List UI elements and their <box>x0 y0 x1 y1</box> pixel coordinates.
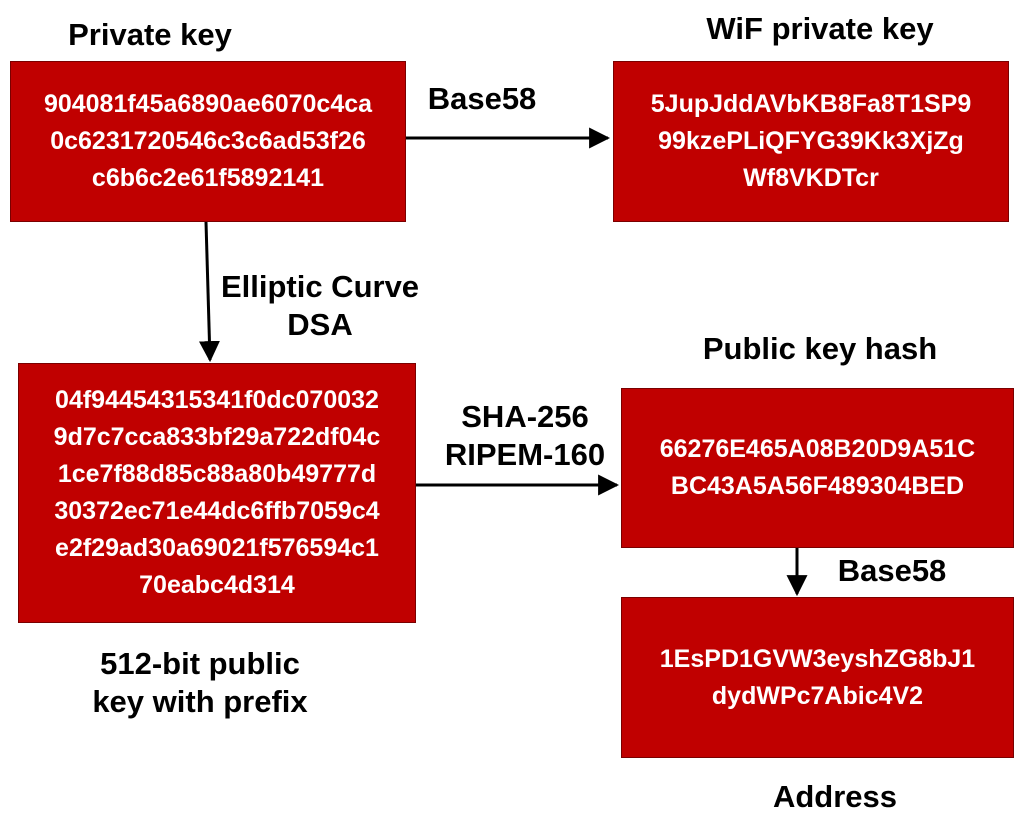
private-key-box: 904081f45a6890ae6070c4ca 0c6231720546c3c… <box>10 61 406 222</box>
public-key-label-line1: 512-bit public <box>100 646 300 681</box>
box-line: 904081f45a6890ae6070c4ca <box>43 90 373 118</box>
public-key-label: 512-bit public key with prefix <box>60 645 340 721</box>
box-line: BC43A5A56F489304BED <box>670 472 965 500</box>
wif-private-key-box: 5JupJddAVbKB8Fa8T1SP9 99kzePLiQFYG39Kk3X… <box>613 61 1009 222</box>
public-key-label-line2: key with prefix <box>92 684 308 719</box>
edge-label-sha-line2: RIPEM-160 <box>444 437 606 472</box>
public-key-hash-box: 66276E465A08B20D9A51C BC43A5A56F489304BE… <box>621 388 1014 548</box>
box-line: 30372ec71e44dc6ffb7059c4 <box>54 497 380 525</box>
box-line: 5JupJddAVbKB8Fa8T1SP9 <box>650 90 972 118</box>
box-line: 0c6231720546c3c6ad53f26 <box>50 127 366 155</box>
box-line: 1EsPD1GVW3eyshZG8bJ1 <box>659 644 976 673</box>
edge-label-sha: SHA-256 RIPEM-160 <box>425 398 625 474</box>
wif-private-key-label: WiF private key <box>706 11 934 46</box>
box-line: 9d7c7cca833bf29a722df04c <box>53 423 381 451</box>
edge-label-sha-line1: SHA-256 <box>461 399 589 434</box>
edge-label-ecdsa-line1: Elliptic Curve <box>220 269 420 304</box>
box-line: 66276E465A08B20D9A51C <box>659 435 976 463</box>
public-key-hash-label: Public key hash <box>702 331 938 366</box>
box-line: Wf8VKDTcr <box>743 164 879 192</box>
box-line: 70eabc4d314 <box>139 571 295 599</box>
box-line: e2f29ad30a69021f576594c1 <box>55 534 379 562</box>
box-line: dydWPc7Abic4V2 <box>711 681 924 710</box>
box-line: c6b6c2e61f5892141 <box>91 164 325 192</box>
box-line: 04f94454315341f0dc070032 <box>55 386 379 414</box>
address-box: 1EsPD1GVW3eyshZG8bJ1 dydWPc7Abic4V2 <box>621 597 1014 758</box>
arrow-private-to-public <box>198 221 220 363</box>
edge-label-base58-top: Base58 <box>427 81 537 116</box>
edge-label-base58-bottom: Base58 <box>837 553 947 588</box>
edge-label-ecdsa-line2: DSA <box>287 307 353 342</box>
address-label: Address <box>772 779 898 814</box>
private-key-label: Private key <box>68 17 232 52</box>
public-key-box: 04f94454315341f0dc070032 9d7c7cca833bf29… <box>18 363 416 623</box>
edge-label-ecdsa: Elliptic Curve DSA <box>210 268 430 344</box>
box-line: 1ce7f88d85c88a80b49777d <box>57 460 377 488</box>
box-line: 99kzePLiQFYG39Kk3XjZg <box>658 127 964 155</box>
